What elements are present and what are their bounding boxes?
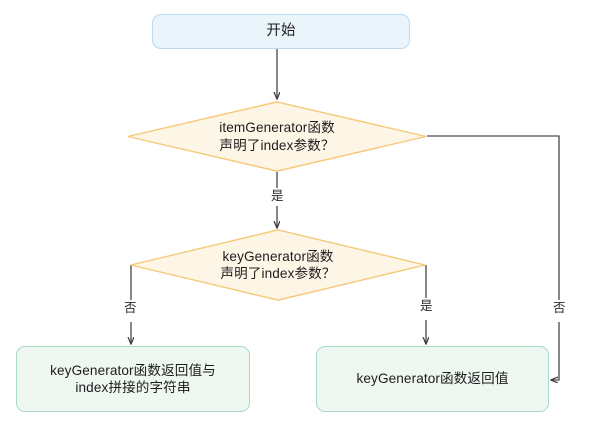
diamond-shape (130, 229, 426, 301)
edge-item-no-lower (551, 322, 560, 380)
node-start-label: 开始 (266, 23, 296, 40)
node-result-plain-label: keyGenerator函数返回值 (356, 371, 509, 387)
node-result-concat[interactable]: keyGenerator函数返回值与 index拼接的字符串 (16, 346, 250, 412)
edge-label-key-no: 否 (122, 301, 139, 316)
node-result-plain[interactable]: keyGenerator函数返回值 (316, 346, 549, 412)
node-decision-key-generator[interactable]: keyGenerator函数 声明了index参数？ (130, 229, 426, 301)
edge-item-no-upper (427, 135, 560, 300)
node-start[interactable]: 开始 (152, 14, 410, 49)
edge-label-item-yes: 是 (269, 189, 286, 204)
node-result-concat-label: keyGenerator函数返回值与 index拼接的字符串 (50, 362, 216, 395)
edge-label-item-no: 否 (551, 301, 568, 316)
node-decision-item-generator-label: itemGenerator函数 声明了index参数？ (219, 120, 335, 153)
node-decision-item-generator[interactable]: itemGenerator函数 声明了index参数？ (127, 101, 427, 172)
diamond-shape (127, 101, 427, 172)
edge-label-key-yes: 是 (418, 299, 435, 314)
node-decision-key-generator-label: keyGenerator函数 声明了index参数？ (220, 248, 336, 281)
